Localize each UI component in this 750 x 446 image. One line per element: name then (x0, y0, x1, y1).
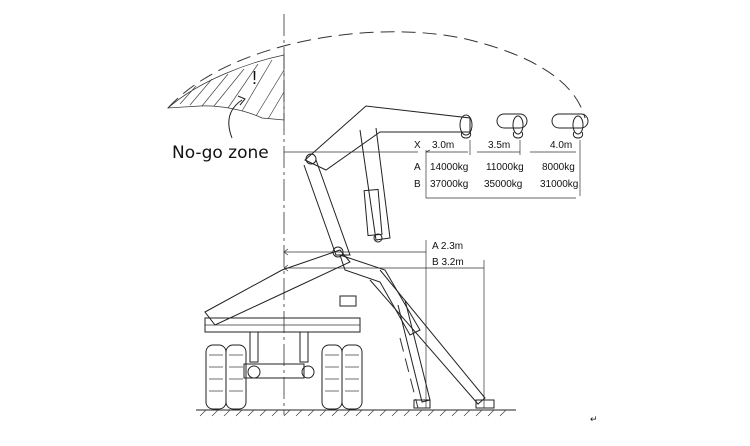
row-b-label: B (414, 179, 421, 190)
row-a-label: A (414, 162, 421, 173)
col2-a: 11000kg (486, 162, 524, 173)
axle-assembly (243, 331, 315, 379)
wheel-front-left (205, 344, 227, 410)
hook-position-2 (496, 113, 528, 139)
reach-arc (167, 31, 586, 119)
no-go-zone-label: No-go zone (172, 143, 269, 163)
dimension-b-label: B 3.2m (432, 257, 464, 268)
load-table-lines (284, 140, 581, 199)
wheel-front-right (225, 344, 247, 410)
col3-a: 8000kg (542, 162, 575, 173)
hook-position-1 (459, 114, 473, 139)
wheel-rear-left (321, 344, 343, 410)
col1-x: 3.0m (432, 140, 454, 151)
ground-line (196, 409, 516, 417)
hook-position-3 (551, 113, 589, 139)
row-x-label: X (414, 140, 421, 151)
dimension-lines (283, 240, 485, 408)
col1-a: 14000kg (430, 162, 468, 173)
wheel-rear-right (341, 344, 363, 410)
col1-b: 37000kg (430, 179, 468, 190)
col2-b: 35000kg (484, 179, 522, 190)
return-mark: ↵ (590, 414, 598, 424)
dimension-a-label: A 2.3m (432, 241, 463, 252)
warning-mark: ! (252, 68, 257, 88)
col2-x: 3.5m (488, 140, 510, 151)
col3-x: 4.0m (550, 140, 572, 151)
col3-b: 31000kg (540, 179, 578, 190)
vehicle-frame (204, 249, 495, 409)
no-go-zone-area (166, 54, 285, 139)
